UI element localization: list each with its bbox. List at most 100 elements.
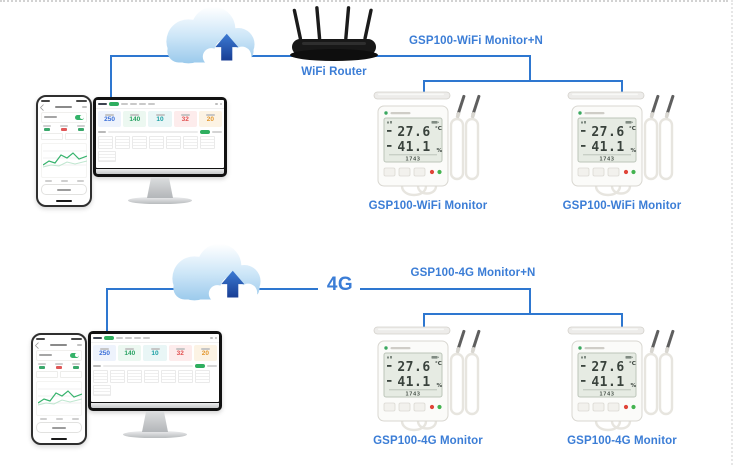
chart-x-labels (41, 180, 87, 182)
toggle-label-placeholder (44, 116, 57, 118)
probe-cables (449, 117, 480, 181)
humidity-unit: % (437, 383, 443, 389)
navbar-dot-icon (210, 336, 213, 340)
stat-value: 32 (181, 116, 189, 124)
progress-knob (200, 130, 210, 134)
sensor-device: 27.6 °C 41.1 % 1743 (567, 91, 675, 197)
desktop-monitor: 250 140 10 32 20 (88, 331, 222, 438)
dashboard-tab (139, 103, 146, 105)
lcd-sub-display: 1743 (599, 157, 614, 163)
stat-label-placeholder (72, 363, 80, 365)
app-title-placeholder (55, 105, 73, 108)
connection-line (423, 313, 623, 315)
probe-cables (449, 352, 480, 416)
upload-arrow-icon (221, 270, 245, 298)
sensor-device: 27.6 °C 41.1 % 1743 (373, 91, 481, 197)
router-label: WiFi Router (301, 66, 367, 78)
smartphone (36, 95, 92, 207)
dashboard-tab (121, 103, 128, 105)
toggle-switch (70, 352, 79, 358)
stat-value: 250 (99, 350, 111, 358)
humidity-value: 41.1 (397, 140, 430, 155)
device-buttons (577, 402, 620, 412)
cloud-slot-top (152, 3, 267, 79)
phone-stat (55, 363, 63, 369)
chart-line-secondary (37, 398, 83, 405)
lcd-sub-display: 1743 (405, 392, 420, 398)
device-buttons (383, 402, 426, 412)
sensor-device-4: 27.6 °C 41.1 % 1743 GSP100-4G Monitor (566, 323, 678, 453)
device-cable (610, 185, 632, 195)
dashboard-filter-row (91, 363, 219, 369)
alarm-led-red (623, 169, 629, 175)
dashboard-tab (143, 337, 150, 339)
filter-label (207, 365, 217, 367)
phone-filter-row (36, 371, 82, 378)
lcd-minus-mark (387, 365, 392, 367)
device-cable (594, 420, 622, 432)
humidity-unit: % (437, 148, 443, 154)
sensor-device: 27.6 °C 41.1 % 1743 (373, 326, 481, 432)
connection-line (360, 288, 531, 290)
humidity-unit: % (631, 148, 637, 154)
date-select-placeholder (60, 371, 82, 378)
lcd-minus-mark (581, 365, 586, 367)
navbar-dot-icon (219, 102, 222, 106)
device-tile (195, 370, 210, 383)
trend-chart (42, 150, 88, 167)
lcd-minus-mark (581, 130, 586, 132)
stat-card: 32 (173, 111, 197, 127)
device-cable (594, 185, 622, 197)
phone-stats-row (36, 363, 82, 369)
app-title-placeholder (50, 343, 68, 346)
dashboard-tab (130, 103, 137, 105)
dashboard-ui: 250 140 10 32 20 (96, 100, 224, 168)
device-cable (400, 185, 428, 197)
device-buttons (383, 167, 426, 177)
phone-stat (77, 125, 85, 131)
clock-placeholder (41, 100, 50, 102)
stat-label-placeholder (77, 125, 85, 127)
stat-value: 20 (206, 116, 215, 124)
device-tile (115, 136, 130, 149)
antenna-highlight (378, 328, 444, 331)
humidity-value: 41.1 (397, 375, 430, 390)
phone-app-header (40, 103, 87, 110)
sensor-device-1: 27.6 °C 41.1 % 1743 GSP100-WiFi Monitor (369, 88, 487, 218)
alarm-led-red (429, 169, 435, 175)
device-tile (144, 370, 159, 383)
filter-label (212, 131, 222, 133)
stat-card: 20 (193, 345, 218, 361)
device-tile (161, 370, 176, 383)
export-button-placeholder (41, 184, 87, 195)
sensor-device-2: 27.6 °C 41.1 % 1743 GSP100-WiFi Monitor (563, 88, 681, 218)
device-cable (610, 420, 632, 430)
filter-label (93, 365, 101, 367)
device-label: GSP100-WiFi Monitor (562, 200, 682, 212)
stat-value-placeholder (39, 366, 45, 369)
lcd-display (383, 352, 443, 398)
sensor-device-3: 27.6 °C 41.1 % 1743 GSP100-4G Monitor (372, 323, 484, 453)
device-label: GSP100-WiFi Monitor (368, 200, 488, 212)
chart-line-primary (42, 151, 88, 165)
date-select-placeholder (41, 133, 63, 140)
phone-toggle-card (36, 349, 82, 361)
back-chevron-icon (35, 341, 42, 348)
lcd-minus-mark (387, 380, 392, 382)
x-label-placeholder (71, 418, 79, 420)
humidity-value: 41.1 (591, 375, 624, 390)
x-label-placeholder (60, 180, 68, 182)
menu-dots-icon (82, 105, 87, 108)
connection-line (529, 288, 531, 315)
section-divider (0, 0, 728, 2)
device-tile (200, 136, 215, 149)
stat-value: 250 (104, 116, 116, 124)
alarm-led-red (623, 404, 629, 410)
toggle-label-placeholder (39, 354, 52, 356)
device-cable (400, 420, 428, 432)
lcd-sub-display: 1743 (405, 157, 420, 163)
chart-line-primary (37, 389, 83, 403)
temperature-unit: °C (629, 126, 636, 132)
temperature-unit: °C (435, 126, 442, 132)
stat-label-placeholder (43, 125, 51, 127)
